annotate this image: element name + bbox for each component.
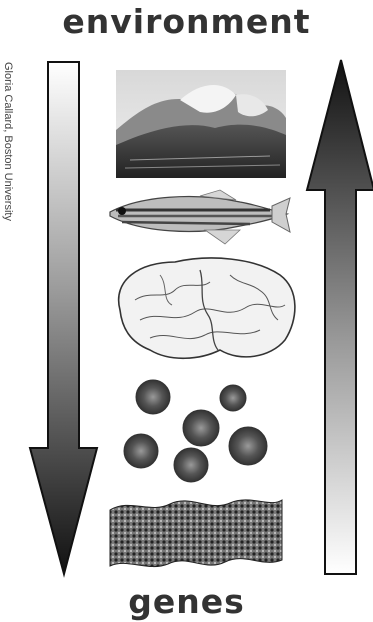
ocean-wave-icon [116,70,286,178]
down-arrow-icon [30,62,97,574]
cells-icon [124,380,267,482]
up-arrow-icon [307,60,373,574]
chromatin-icon [110,500,282,567]
brain-icon [119,258,295,358]
zebrafish-icon [110,190,290,244]
